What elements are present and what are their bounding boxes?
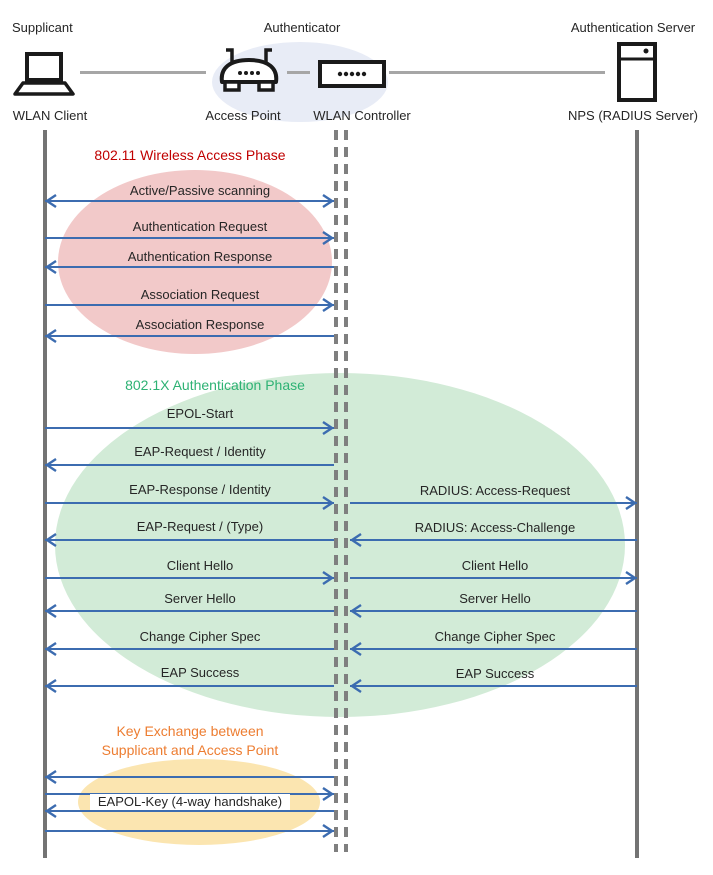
message-arrow bbox=[45, 824, 335, 838]
message-label: Client Hello bbox=[461, 558, 529, 573]
wlan-controller-icon bbox=[318, 60, 386, 88]
message-arrow bbox=[44, 260, 334, 274]
phase3-title-line1: Key Exchange between bbox=[116, 723, 264, 739]
lifeline-wlan-controller-left bbox=[334, 130, 338, 852]
lifeline-wlan-controller-right bbox=[344, 130, 348, 852]
message-label: EAP Success bbox=[160, 665, 240, 680]
device-label-access-point: Access Point bbox=[205, 108, 281, 123]
message-arrow bbox=[349, 679, 637, 693]
message-arrow bbox=[349, 604, 637, 618]
message-arrow bbox=[45, 571, 335, 585]
message-arrow bbox=[44, 604, 334, 618]
message-arrow bbox=[45, 231, 335, 245]
connector-ap-controller bbox=[287, 71, 310, 74]
message-label: Active/Passive scanning bbox=[129, 183, 271, 198]
message-arrow bbox=[45, 421, 335, 435]
connector-client-ap bbox=[80, 71, 206, 74]
message-label: EAP-Request / (Type) bbox=[136, 519, 264, 534]
message-label: Authentication Request bbox=[132, 219, 268, 234]
message-arrow bbox=[44, 533, 334, 547]
message-arrow bbox=[349, 642, 637, 656]
message-label: Server Hello bbox=[459, 591, 531, 606]
lifeline-nps-server bbox=[635, 130, 639, 858]
message-arrow bbox=[44, 804, 334, 818]
actor-role-supplicant: Supplicant bbox=[12, 20, 73, 35]
access-point-icon bbox=[218, 46, 280, 96]
actor-role-authentication-server: Authentication Server bbox=[570, 20, 696, 35]
device-label-wlan-client: WLAN Client bbox=[12, 108, 88, 123]
message-arrow bbox=[44, 194, 335, 208]
message-arrow bbox=[44, 679, 334, 693]
actor-role-authenticator: Authenticator bbox=[263, 20, 341, 35]
device-label-wlan-controller: WLAN Controller bbox=[313, 108, 411, 123]
message-label: EAP-Request / Identity bbox=[134, 444, 266, 459]
message-label-eapol-key: EAPOL-Key (4-way handshake) bbox=[45, 794, 335, 810]
message-arrow bbox=[45, 496, 335, 510]
message-arrow bbox=[349, 533, 637, 547]
phase2-title: 802.1X Authentication Phase bbox=[125, 377, 305, 393]
message-arrow bbox=[45, 298, 335, 312]
message-arrow bbox=[44, 770, 334, 784]
phase1-title: 802.11 Wireless Access Phase bbox=[94, 147, 286, 163]
message-label: RADIUS: Access-Request bbox=[419, 483, 571, 498]
message-label: Authentication Response bbox=[127, 249, 273, 264]
laptop-icon bbox=[12, 52, 76, 98]
message-label: Association Request bbox=[140, 287, 260, 302]
message-label: RADIUS: Access-Challenge bbox=[414, 520, 576, 535]
message-arrow bbox=[44, 642, 334, 656]
message-label: EAP Success bbox=[455, 666, 535, 681]
message-arrow bbox=[350, 571, 638, 585]
lifeline-wlan-client bbox=[43, 130, 47, 858]
phase3-title-line2: Supplicant and Access Point bbox=[101, 742, 279, 758]
message-label: EPOL-Start bbox=[166, 406, 234, 421]
message-label: Server Hello bbox=[164, 591, 236, 606]
phase2-ellipse bbox=[55, 373, 625, 717]
message-arrow bbox=[44, 458, 334, 472]
server-icon bbox=[617, 42, 657, 102]
message-label: EAP-Response / Identity bbox=[129, 482, 271, 497]
message-label: Client Hello bbox=[166, 558, 234, 573]
connector-controller-server bbox=[389, 71, 605, 74]
device-label-nps-server: NPS (RADIUS Server) bbox=[567, 108, 699, 123]
message-label: Change Cipher Spec bbox=[434, 629, 556, 644]
message-arrow bbox=[350, 496, 638, 510]
message-label: Change Cipher Spec bbox=[139, 629, 261, 644]
message-label: Association Response bbox=[135, 317, 265, 332]
eapol-key-label: EAPOL-Key (4-way handshake) bbox=[89, 794, 291, 810]
message-arrow bbox=[44, 329, 334, 343]
